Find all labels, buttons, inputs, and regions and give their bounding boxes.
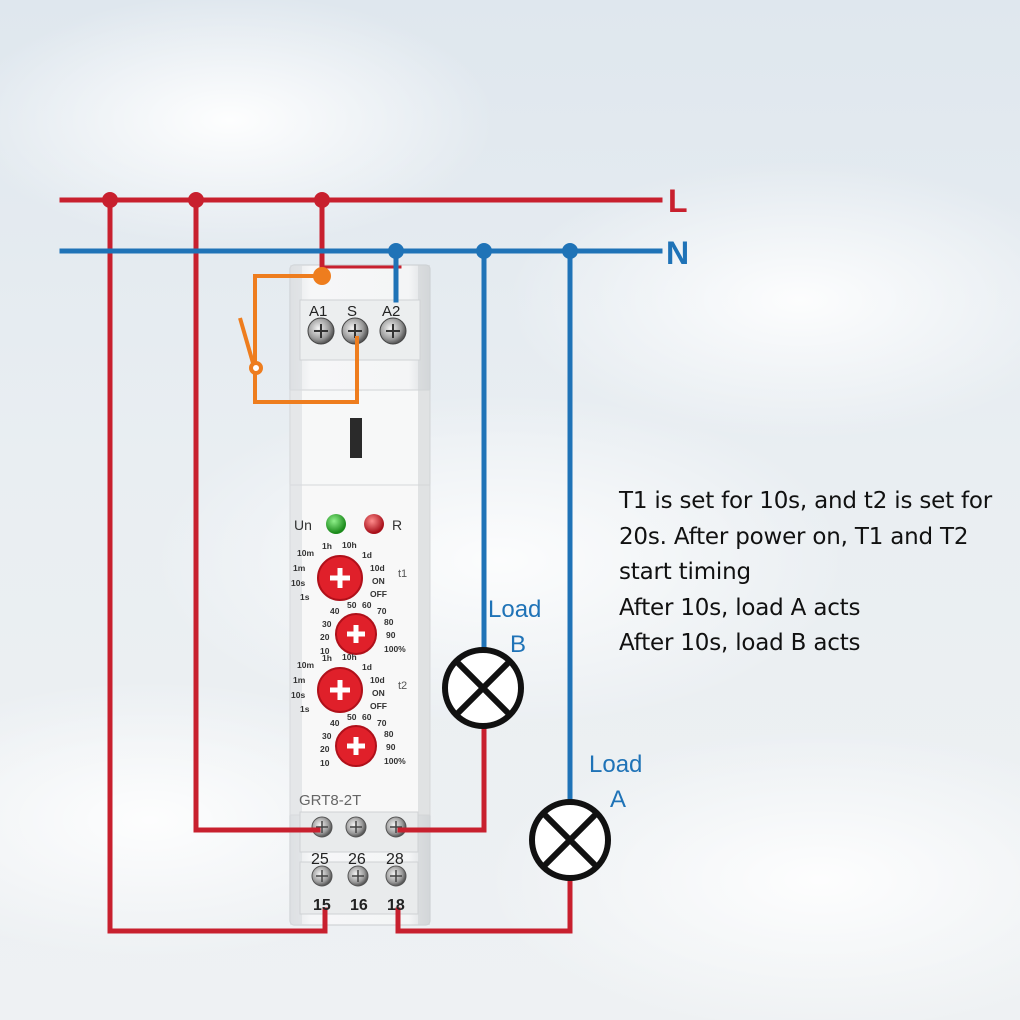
relay-model-label: GRT8-2T (299, 792, 361, 809)
svg-text:10m: 10m (297, 660, 314, 670)
live-line-label: L (668, 183, 688, 219)
svg-text:20: 20 (320, 632, 330, 642)
svg-text:S: S (347, 303, 357, 320)
live-junctions (102, 192, 330, 208)
dial-t2-percent-scale: 40 50 60 70 30 20 10 80 90 100% (320, 712, 406, 768)
svg-text:50: 50 (347, 712, 357, 722)
svg-text:100%: 100% (384, 756, 406, 766)
bottom-terminal-screws (311, 865, 407, 887)
svg-text:B: B (510, 631, 526, 658)
live-wires (59, 197, 663, 934)
svg-text:Load: Load (488, 596, 541, 623)
svg-text:ON: ON (372, 576, 385, 586)
svg-text:30: 30 (322, 731, 332, 741)
svg-text:16: 16 (350, 897, 368, 914)
svg-text:10s: 10s (291, 578, 305, 588)
dial-t2-label: t2 (398, 680, 407, 692)
svg-text:10h: 10h (342, 652, 357, 662)
dial-t2-range[interactable] (317, 667, 363, 713)
svg-text:18: 18 (387, 897, 405, 914)
svg-text:1h: 1h (322, 653, 332, 663)
svg-text:90: 90 (386, 742, 396, 752)
neutral-junctions (388, 243, 578, 259)
svg-text:70: 70 (377, 606, 387, 616)
control-switch (238, 267, 359, 404)
dial-t2-range-scale: 10m 1m 10s 1s 1h 10h 1d 10d ON OFF (291, 652, 387, 714)
svg-text:50: 50 (347, 600, 357, 610)
svg-text:60: 60 (362, 600, 372, 610)
load-a-label: Load A (589, 751, 642, 813)
relay-body (289, 264, 431, 926)
din-clip (350, 418, 362, 458)
relay-indicator-led (364, 514, 384, 534)
svg-text:1d: 1d (362, 550, 372, 560)
svg-text:25: 25 (311, 851, 329, 868)
dial-t1-range[interactable] (317, 555, 363, 601)
svg-text:A1: A1 (309, 303, 327, 320)
svg-text:70: 70 (377, 718, 387, 728)
svg-text:40: 40 (330, 718, 340, 728)
svg-text:15: 15 (313, 897, 331, 914)
svg-text:Load: Load (589, 751, 642, 778)
svg-text:1h: 1h (322, 541, 332, 551)
svg-text:40: 40 (330, 606, 340, 616)
bottom-terminal-labels: 15 16 18 (313, 897, 405, 914)
description-line: T1 is set for 10s, and t2 is set for (619, 488, 993, 514)
svg-text:10d: 10d (370, 563, 385, 573)
svg-text:10m: 10m (297, 548, 314, 558)
svg-text:26: 26 (348, 851, 366, 868)
svg-text:10d: 10d (370, 675, 385, 685)
svg-text:ON: ON (372, 688, 385, 698)
svg-text:60: 60 (362, 712, 372, 722)
dial-t2-percent[interactable] (335, 725, 377, 767)
svg-text:10: 10 (320, 758, 330, 768)
neutral-line-label: N (666, 235, 689, 271)
svg-text:80: 80 (384, 729, 394, 739)
description-line: 20s. After power on, T1 and T2 (619, 523, 969, 550)
svg-text:1s: 1s (300, 592, 310, 602)
svg-text:10h: 10h (342, 540, 357, 550)
svg-text:30: 30 (322, 619, 332, 629)
dial-t1-label: t1 (398, 568, 407, 580)
relay-indicator-label: R (392, 517, 402, 533)
load-b-lamp-icon (442, 647, 524, 729)
svg-text:1d: 1d (362, 662, 372, 672)
power-indicator-label: Un (294, 517, 312, 533)
svg-text:A: A (610, 786, 626, 813)
svg-text:28: 28 (386, 851, 404, 868)
svg-text:1s: 1s (300, 704, 310, 714)
svg-text:10: 10 (320, 646, 330, 656)
svg-text:A2: A2 (382, 303, 400, 320)
svg-text:90: 90 (386, 630, 396, 640)
dial-t1-range-scale: 10m 1m 10s 1s 1h 10h 1d 10d ON OFF (291, 540, 387, 602)
svg-text:80: 80 (384, 617, 394, 627)
power-indicator-led (326, 514, 346, 534)
description-line: After 10s, load A acts (619, 594, 861, 621)
load-b-label: Load B (488, 596, 541, 658)
svg-text:1m: 1m (293, 563, 306, 573)
dial-t1-percent[interactable] (335, 613, 377, 655)
timing-description: T1 is set for 10s, and t2 is set for 20s… (619, 484, 1019, 662)
top-terminal-labels: A1 S A2 (309, 303, 400, 320)
neutral-wires (59, 248, 663, 805)
top-terminal-screws (307, 317, 407, 345)
description-line: start timing (619, 559, 751, 585)
load-a-lamp-icon (529, 799, 611, 881)
description-line: After 10s, load B acts (619, 630, 861, 656)
svg-text:20: 20 (320, 744, 330, 754)
mid-terminal-screws (311, 816, 407, 838)
svg-text:100%: 100% (384, 644, 406, 654)
mid-terminal-labels: 25 26 28 (311, 851, 404, 868)
svg-text:OFF: OFF (370, 701, 387, 711)
dial-t1-percent-scale: 40 50 60 70 30 20 10 80 90 100% (320, 600, 406, 656)
svg-text:10s: 10s (291, 690, 305, 700)
svg-text:OFF: OFF (370, 589, 387, 599)
svg-text:1m: 1m (293, 675, 306, 685)
